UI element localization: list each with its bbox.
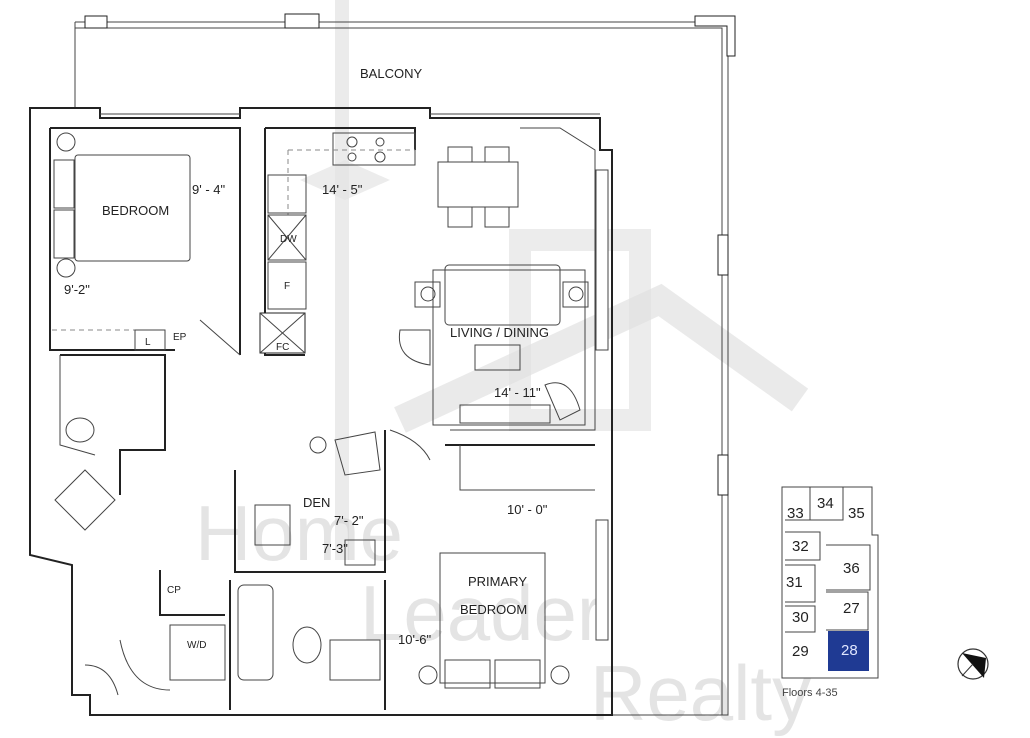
floors-label: Floors 4-35 xyxy=(782,687,838,699)
unit-34: 34 xyxy=(817,495,834,512)
living-dining-label: LIVING / DINING xyxy=(450,325,549,340)
fridge-label: F xyxy=(284,281,290,292)
unit-27: 27 xyxy=(843,600,860,617)
balcony-label: BALCONY xyxy=(360,66,422,81)
furniture xyxy=(52,132,589,696)
watermark-line2: Leader xyxy=(360,569,603,657)
wd-label: W/D xyxy=(187,640,206,651)
primary-bedroom-label-1: PRIMARY xyxy=(468,574,527,589)
bedroom-width: 9' - 4" xyxy=(192,182,225,197)
fc-label: FC xyxy=(276,342,289,353)
living-dimension: 14' - 11" xyxy=(494,385,541,400)
linen-label: L xyxy=(145,337,151,348)
primary-width: 10'-6" xyxy=(398,632,432,647)
balcony: BALCONY xyxy=(74,13,736,716)
unit-30: 30 xyxy=(792,609,809,626)
bedroom-depth: 9'-2" xyxy=(64,282,90,297)
unit-29: 29 xyxy=(792,643,809,660)
unit-28-selected: 28 xyxy=(841,642,858,659)
ep-label: EP xyxy=(173,332,187,343)
unit-33: 33 xyxy=(787,505,804,522)
den-depth: 7'-3" xyxy=(322,541,348,556)
unit-32: 32 xyxy=(792,538,809,555)
unit-35: 35 xyxy=(848,505,865,522)
unit-36: 36 xyxy=(843,560,860,577)
watermark-line1: Home xyxy=(195,489,403,577)
selected-unit-highlight xyxy=(828,631,869,671)
watermark-line3: Realty xyxy=(590,649,811,737)
primary-depth: 10' - 0" xyxy=(507,502,548,517)
key-plan: 33 34 35 32 36 31 30 27 29 28 Floors 4-3… xyxy=(781,486,879,699)
den-width: 7'- 2" xyxy=(334,513,364,528)
watermark: Home Leader Realty xyxy=(195,0,811,737)
dw-label: DW xyxy=(280,234,297,245)
kitchen-dimension: 14' - 5" xyxy=(322,182,363,197)
fixture-labels: DW F FC L EP CP W/D xyxy=(145,234,297,651)
bedroom-label: BEDROOM xyxy=(102,203,169,218)
cp-label: CP xyxy=(167,585,181,596)
primary-bedroom-label-2: BEDROOM xyxy=(460,602,527,617)
compass-icon xyxy=(957,648,989,680)
room-labels: BEDROOM LIVING / DINING DEN PRIMARY BEDR… xyxy=(102,203,549,617)
dimension-labels: 9' - 4" 9'-2" 14' - 5" 14' - 11" 7'- 2" … xyxy=(64,182,548,647)
den-label: DEN xyxy=(303,495,330,510)
walls xyxy=(29,107,613,716)
unit-31: 31 xyxy=(786,574,803,591)
